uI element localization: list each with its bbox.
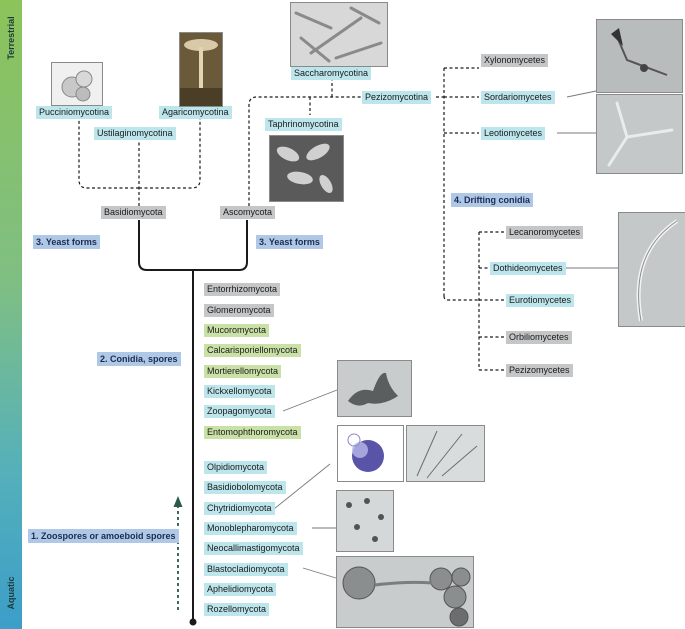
basidiomycota-subtree	[78, 118, 201, 206]
saccharomycotina-photo	[290, 2, 388, 67]
dikarya-branch	[138, 220, 248, 271]
agaricomycotina-photo	[179, 32, 223, 107]
lineage-aphelidiomycota: Aphelidiomycota	[204, 583, 277, 596]
ascomycota-subtree	[248, 67, 504, 371]
trait-conidia-spores: 2. Conidia, spores	[97, 352, 181, 366]
zoopagomycota-photo	[337, 360, 412, 417]
basidiomycota-label: Basidiomycota	[101, 206, 166, 219]
lineage-mortierellomycota: Mortierellomycota	[204, 365, 282, 378]
trait-yeast-forms-left: 3. Yeast forms	[33, 235, 100, 249]
saccharomycotina-label: Saccharomycotina	[291, 67, 372, 80]
sordariomycetes-label: Sordariomycetes	[481, 91, 555, 104]
pucciniomycotina-label: Pucciniomycotina	[36, 106, 113, 119]
leotiomycetes-photo	[596, 94, 683, 174]
pucciniomycotina-photo	[51, 62, 103, 106]
lineage-zoopagomycota: Zoopagomycota	[204, 405, 275, 418]
leotiomycetes-label: Leotiomycetes	[481, 127, 546, 140]
ascomycota-label: Ascomycota	[220, 206, 276, 219]
trait-zoospores: 1. Zoospores or amoeboid spores	[28, 529, 179, 543]
ustilaginomycotina-label: Ustilaginomycotina	[94, 127, 176, 140]
lineage-monoblepharomycota: Monoblepharomycota	[204, 522, 297, 535]
lecanoromycetes-label: Lecanoromycetes	[506, 226, 584, 239]
agaricomycotina-label: Agaricomycotina	[159, 106, 232, 119]
lineage-chytridiomycota: Chytridiomycota	[204, 502, 275, 515]
taphrinomycotina-photo	[269, 135, 344, 202]
lineage-basidiobolomycota: Basidiobolomycota	[204, 481, 286, 494]
lineage-mucoromycota: Mucoromycota	[204, 324, 270, 337]
lineage-entomophthoromycota: Entomophthoromycota	[204, 426, 301, 439]
taphrinomycotina-label: Taphrinomycotina	[265, 118, 342, 131]
dothideomycetes-label: Dothideomycetes	[490, 262, 566, 275]
lineage-rozellomycota: Rozellomycota	[204, 603, 270, 616]
lineage-blastocladiomycota: Blastocladiomycota	[204, 563, 288, 576]
lineage-kickxellomycota: Kickxellomycota	[204, 385, 275, 398]
dothideomycetes-photo	[618, 212, 685, 327]
eurotiomycetes-label: Eurotiomycetes	[506, 294, 575, 307]
basidiobolomycota-photo	[406, 425, 485, 482]
pezizomycotina-label: Pezizomycotina	[362, 91, 432, 104]
root-node	[189, 618, 197, 626]
blastocladiomycota-photo	[336, 556, 474, 628]
lineage-calcarisporiellomycota: Calcarisporiellomycota	[204, 344, 301, 357]
photo-connectors	[273, 90, 618, 579]
pezizomycetes-label: Pezizomycetes	[506, 364, 573, 377]
lineage-glomeromycota: Glomeromycota	[204, 304, 274, 317]
evolution-arrowhead	[173, 496, 183, 507]
olpidiomycota-photo	[337, 425, 404, 482]
chytridiomycota-photo	[336, 490, 394, 552]
sordariomycetes-photo	[596, 19, 683, 93]
lineage-entorrhizomycota: Entorrhizomycota	[204, 283, 281, 296]
xylonomycetes-label: Xylonomycetes	[481, 54, 549, 67]
habitat-gradient-bar	[0, 0, 22, 629]
trait-yeast-forms-right: 3. Yeast forms	[256, 235, 323, 249]
lineage-neocallimastigomycota: Neocallimastigomycota	[204, 542, 303, 555]
orbiliomycetes-label: Orbiliomycetes	[506, 331, 572, 344]
lineage-olpidiomycota: Olpidiomycota	[204, 461, 268, 474]
trait-drifting-conidia: 4. Drifting conidia	[451, 193, 534, 207]
